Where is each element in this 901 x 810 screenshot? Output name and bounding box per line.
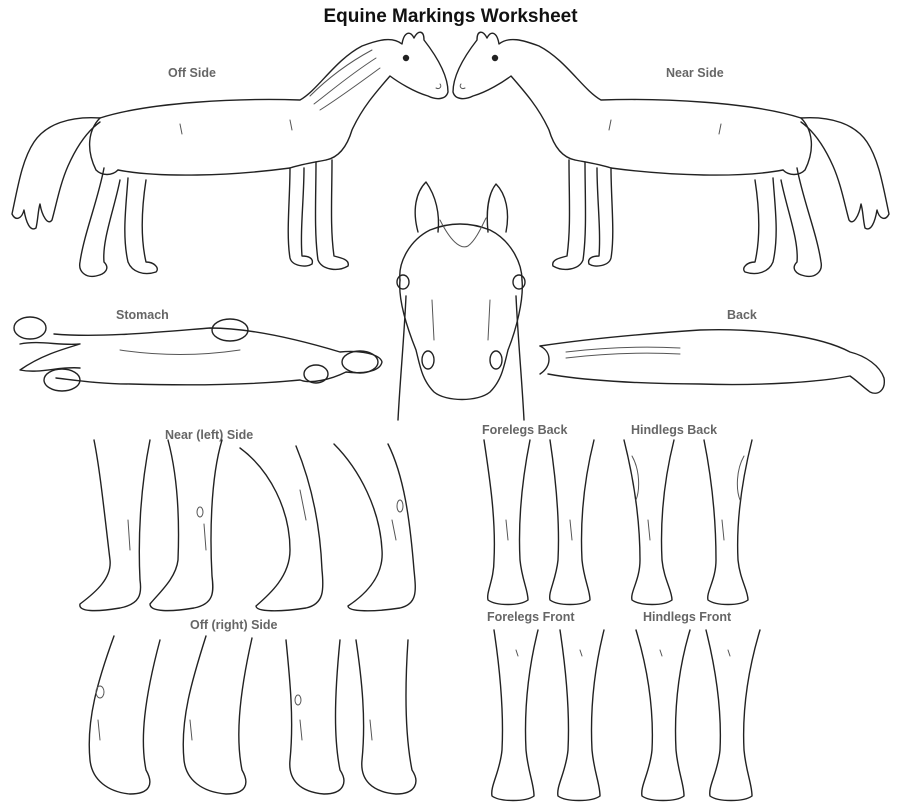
forelegs-front-drawing	[492, 630, 604, 801]
hindlegs-front-drawing	[636, 630, 760, 801]
near-side-horse-drawing	[453, 32, 889, 276]
forelegs-back-drawing	[484, 440, 594, 605]
off-right-side-legs-drawing	[89, 636, 416, 794]
hindlegs-back-drawing	[624, 440, 752, 605]
back-view-drawing	[540, 330, 884, 394]
stomach-view-drawing	[14, 317, 382, 391]
off-side-horse-drawing	[12, 32, 448, 276]
face-front-drawing	[397, 182, 525, 420]
near-left-side-legs-drawing	[80, 440, 415, 611]
